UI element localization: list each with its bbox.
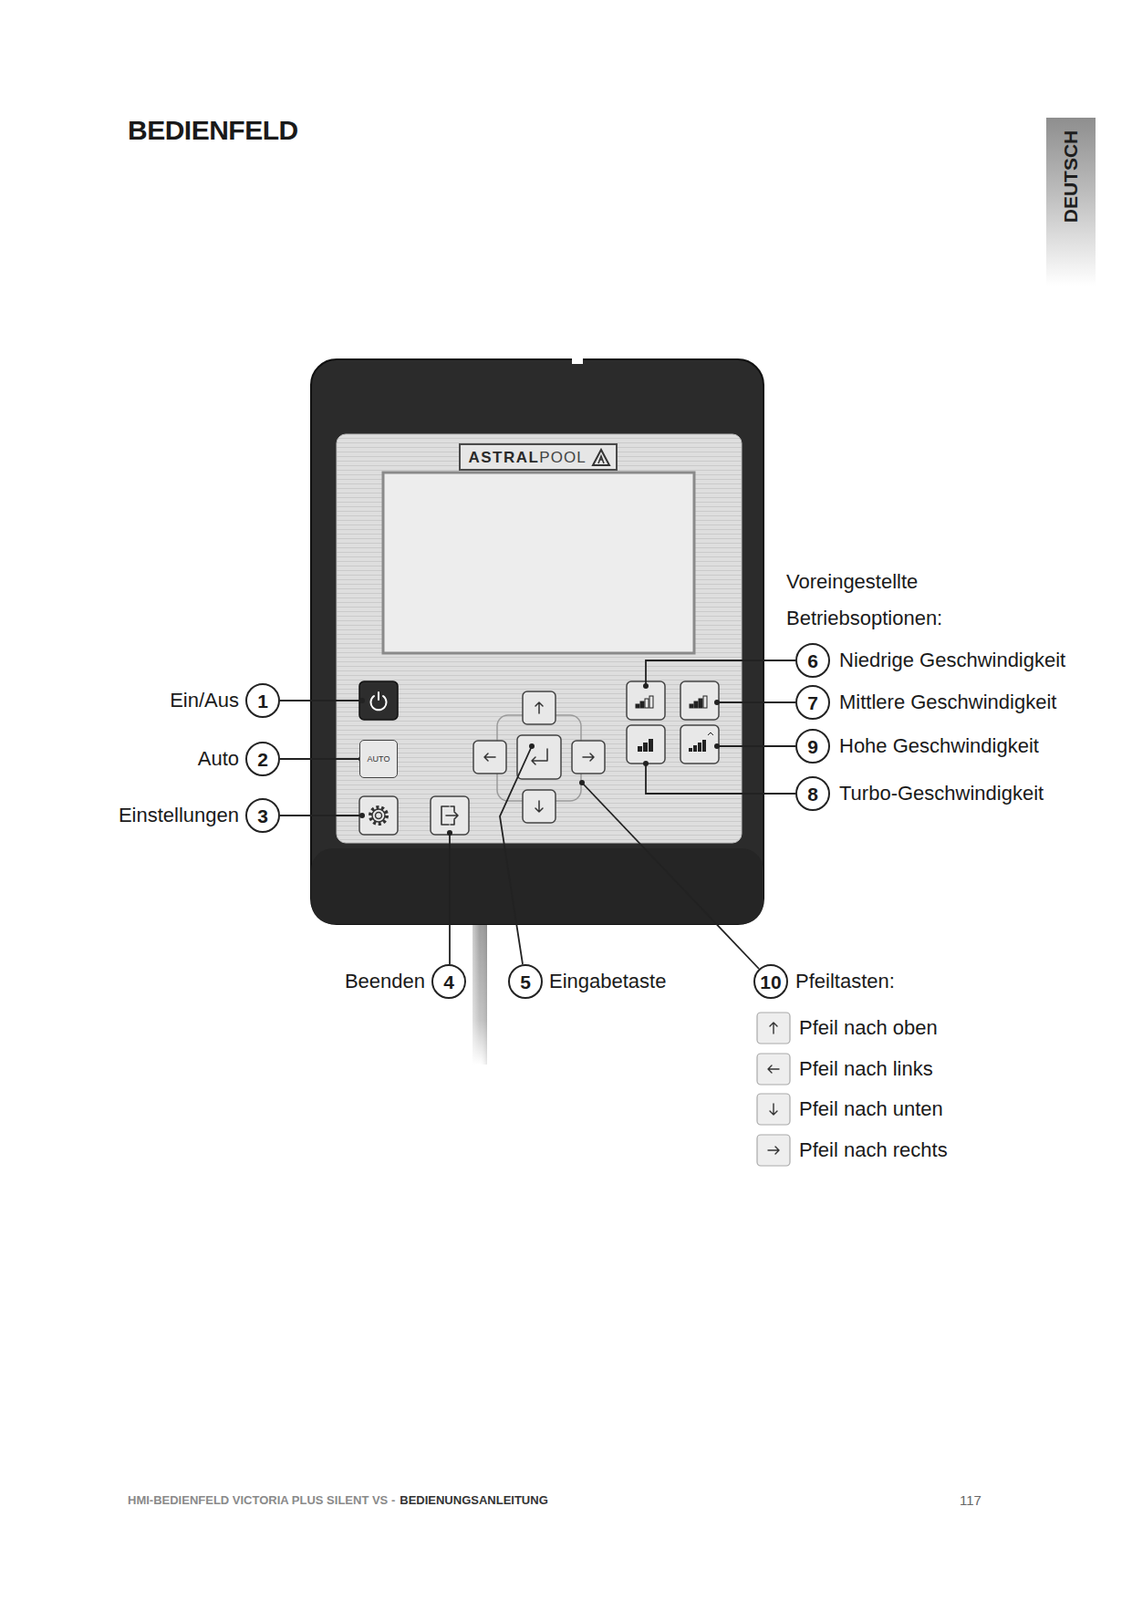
callout-circle: 5	[508, 964, 543, 999]
housing-notch	[571, 358, 583, 364]
power-button	[359, 681, 398, 720]
leader-dots	[359, 683, 720, 836]
callout-number: 9	[807, 737, 819, 757]
exit-icon	[441, 806, 458, 825]
callout-label: Beenden	[344, 968, 426, 995]
page-number: 117	[959, 1492, 982, 1508]
callout-circle: 10	[753, 964, 789, 999]
speed-bars-high	[688, 732, 714, 752]
callout-label: Pfeiltasten:	[795, 968, 895, 995]
up-button	[522, 691, 556, 725]
footer-text: BEDIENUNGSANLEITUNG	[399, 1493, 549, 1507]
callout-circle: 6	[795, 643, 831, 678]
logo-text: POOL	[539, 449, 586, 466]
gear-icon	[370, 807, 387, 824]
callout-number: 8	[807, 784, 819, 804]
power-icon	[371, 692, 387, 710]
callout-label: Mittlere Geschwindigkeit	[839, 689, 1057, 716]
leader-line	[280, 758, 360, 760]
speed-button-low	[626, 681, 665, 720]
exit-button	[430, 796, 469, 835]
callout-label: Voreingestellte Betriebsoptionen:	[786, 563, 997, 637]
callout-number: 1	[257, 691, 269, 711]
callout-number: 7	[807, 693, 819, 713]
cable	[472, 916, 488, 1065]
callout-label: Pfeil nach rechts	[799, 1137, 948, 1164]
speed-bars-turbo	[637, 738, 654, 752]
speed-bars-medium	[689, 695, 707, 708]
button-label: AUTO	[367, 755, 391, 764]
callout-label: Niedrige Geschwindigkeit	[839, 647, 1066, 674]
callout-number: 2	[257, 749, 269, 769]
arrow-icons	[484, 702, 594, 812]
brand-logo-box: ASTRALPOOL	[458, 443, 617, 471]
arrow-cluster-outline	[497, 715, 582, 801]
callout-number: 3	[257, 806, 269, 826]
callout-label: Einstellungen	[118, 802, 239, 829]
leader-lines	[280, 660, 796, 969]
auto-button: AUTO	[359, 739, 398, 779]
arrow-key-icons	[757, 1012, 790, 1166]
speed-bars-low	[635, 695, 654, 708]
callout-label: Pfeil nach unten	[799, 1096, 944, 1122]
callout-number: 6	[807, 651, 819, 671]
callout-label: Pfeil nach links	[799, 1056, 934, 1082]
footer-text: HMI-BEDIENFELD VICTORIA PLUS SILENT VS -	[127, 1493, 395, 1507]
callout-label: Ein/Aus	[169, 687, 239, 714]
right-button	[571, 740, 605, 774]
callout-label: Eingabetaste	[549, 968, 666, 995]
settings-button	[359, 796, 398, 835]
enter-button	[517, 735, 561, 779]
callout-number: 4	[443, 972, 455, 992]
logo-text: ASTRAL	[467, 449, 540, 466]
callout-circle: 3	[245, 798, 281, 833]
cable-shade	[472, 916, 488, 1065]
callout-circle: 1	[245, 683, 281, 718]
logo-mark	[591, 447, 612, 468]
callout-circle: 2	[245, 741, 281, 777]
housing-base	[311, 848, 764, 925]
callout-label: Turbo-Geschwindigkeit	[839, 780, 1044, 807]
display-screen	[383, 472, 695, 654]
speed-button-medium	[680, 681, 719, 720]
callout-number: 10	[759, 972, 781, 992]
callout-label: Pfeil nach oben	[799, 1015, 938, 1041]
callout-circle: 8	[795, 776, 831, 811]
housing	[311, 359, 764, 925]
speed-button-turbo	[626, 725, 665, 764]
down-button	[522, 789, 556, 823]
callout-number: 5	[519, 972, 531, 992]
leader-connector	[280, 756, 364, 762]
face-plate	[336, 434, 742, 843]
tab-label: DEUTSCH	[1060, 129, 1081, 223]
page-title: BEDIENFELD	[127, 114, 299, 146]
callout-label: Auto	[197, 746, 239, 772]
speed-button-high	[680, 725, 719, 764]
left-button	[473, 740, 507, 774]
callout-circle: 4	[431, 964, 467, 999]
language-tab: DEUTSCH	[1046, 117, 1096, 286]
callout-label: Hohe Geschwindigkeit	[839, 733, 1039, 759]
callout-circle: 7	[795, 685, 831, 720]
callout-circle: 9	[795, 728, 831, 764]
